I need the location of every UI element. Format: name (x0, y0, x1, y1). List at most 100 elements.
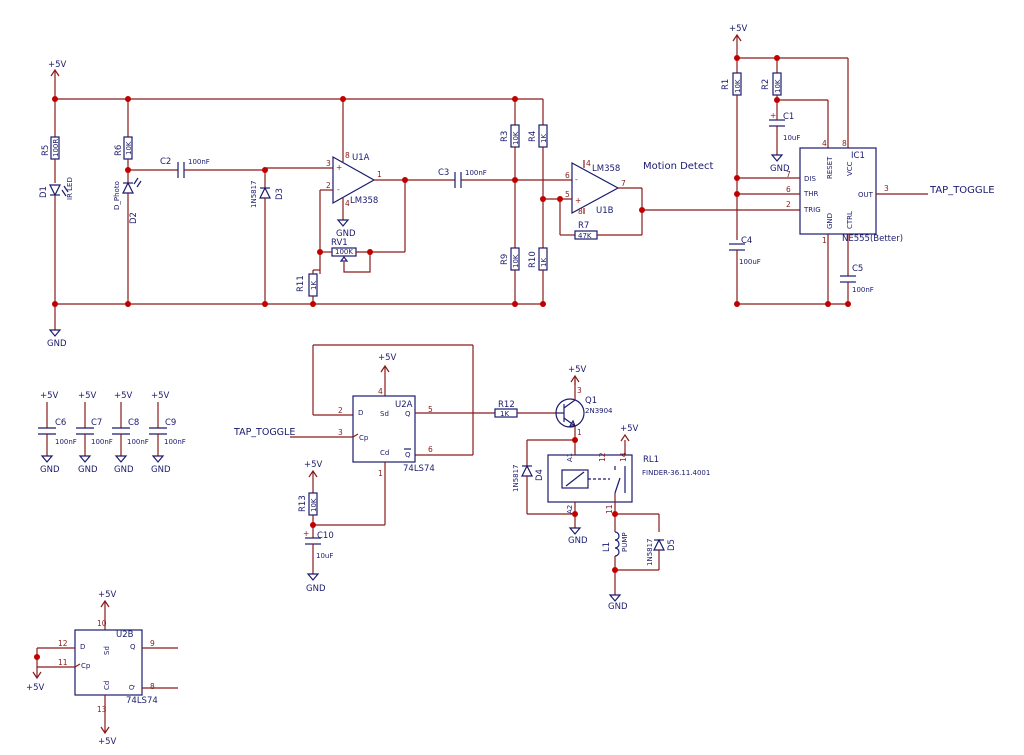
u1a-minus: - (337, 185, 340, 194)
u2b-val: 74LS74 (126, 696, 158, 706)
r10-ref: R10 (528, 251, 538, 268)
r7-val: 47K (578, 232, 592, 240)
svg-text:-: - (575, 175, 578, 184)
svg-text:5: 5 (565, 190, 570, 199)
flipflop-u2b: D Cp Sd Cd Q Q U2B 74LS74 12 11 10 13 9 … (58, 619, 158, 714)
svg-text:CTRL: CTRL (846, 211, 854, 229)
diode-d1: D1 IR LED (39, 177, 74, 304)
vcc-symbol-u2b-bottom: +5V (98, 695, 117, 747)
rv1-ref: RV1 (331, 238, 348, 248)
svg-text:Cd: Cd (380, 449, 389, 457)
svg-text:3: 3 (338, 428, 343, 437)
d1-val: IR LED (66, 177, 74, 200)
svg-text:+5V: +5V (729, 24, 748, 34)
q1-val: 2N3904 (585, 407, 613, 415)
c10-val: 10uF (316, 552, 333, 560)
svg-text:+5V: +5V (98, 737, 117, 747)
resistor-r4: R4 1K (528, 99, 548, 248)
r1-ref: R1 (721, 79, 731, 90)
r5-val: 100R (52, 139, 60, 157)
inductor-l1-pump: L1 PUMP (602, 514, 629, 595)
u1a-ref: U1A (352, 153, 370, 163)
svg-text:Q: Q (128, 684, 136, 690)
u2a-ref: U2A (395, 400, 413, 410)
capacitor-c1: GND C1 10uF + (769, 111, 800, 174)
resistor-r13: R13 10K (298, 492, 318, 538)
u1b-val: LM358 (592, 164, 620, 174)
r9-ref: R9 (500, 254, 510, 265)
d4-val: 1N5817 (512, 464, 520, 492)
c3-ref: C3 (438, 168, 449, 178)
svg-text:100nF: 100nF (91, 438, 113, 446)
r2-ref: R2 (761, 79, 771, 90)
svg-text:3: 3 (577, 386, 582, 395)
r5-ref: R5 (41, 145, 51, 156)
svg-text:1: 1 (577, 428, 582, 437)
svg-text:GND: GND (114, 465, 134, 475)
c2-val: 100nF (188, 158, 210, 166)
svg-text:GND: GND (568, 536, 588, 546)
d2-val: D_Photo (113, 181, 121, 210)
svg-text:A2: A2 (566, 505, 574, 514)
transistor-q1: Q1 2N3904 3 1 (555, 380, 613, 440)
photodiode-d2: D2 D_Photo (113, 177, 142, 304)
svg-text:+: + (770, 111, 776, 120)
svg-text:Cd: Cd (103, 681, 111, 690)
svg-text:3: 3 (326, 159, 331, 168)
diode-d4: 1N5817 D4 (512, 464, 545, 514)
vcc-symbol-q1: +5V (568, 365, 587, 385)
svg-text:Q: Q (405, 410, 411, 418)
svg-text:D: D (358, 409, 363, 417)
gnd-symbol-relay (568, 527, 582, 535)
r7-ref: R7 (578, 221, 589, 231)
svg-text:13: 13 (97, 705, 107, 714)
r11-val: 1K (310, 281, 318, 290)
svg-text:2: 2 (326, 181, 331, 190)
svg-text:9: 9 (150, 639, 155, 648)
svg-text:C6: C6 (55, 418, 66, 428)
capacitor-c8: +5V GND C8 100nF (112, 391, 149, 475)
r12-ref: R12 (498, 400, 515, 410)
svg-text:11: 11 (58, 658, 68, 667)
svg-text:+5V: +5V (78, 391, 97, 401)
c3-val: 100nF (465, 169, 487, 177)
svg-text:RESET: RESET (826, 156, 834, 179)
u1a-val: LM358 (350, 196, 378, 206)
c4-val: 100uF (739, 258, 761, 266)
svg-text:GND: GND (151, 465, 171, 475)
svg-text:5: 5 (428, 405, 433, 414)
svg-text:Cp: Cp (81, 662, 91, 670)
resistor-r11: R11 1K (296, 269, 320, 304)
capacitor-c4: C4 100uF (729, 236, 761, 304)
c4-ref: C4 (741, 236, 752, 246)
svg-text:D: D (80, 643, 85, 651)
svg-text:A1: A1 (566, 453, 574, 462)
junctions (34, 55, 851, 660)
svg-text:8: 8 (150, 682, 155, 691)
svg-text:GND: GND (826, 213, 834, 229)
d1-ref: D1 (39, 186, 49, 198)
d4-ref: D4 (535, 469, 545, 481)
r4-ref: R4 (528, 131, 538, 142)
svg-text:6: 6 (786, 185, 791, 194)
gnd-label: GND (47, 339, 67, 349)
u1b-ref: U1B (596, 206, 614, 216)
svg-text:Cp: Cp (359, 434, 369, 442)
tap-toggle-out-label: TAP_TOGGLE (929, 185, 995, 196)
r3-ref: R3 (500, 131, 510, 142)
vcc-symbol-u2b-top: +5V (98, 590, 117, 630)
svg-text:4: 4 (345, 199, 350, 208)
opamp-u1b: - + LM358 U1B 6 5 7 4 8 (543, 159, 626, 216)
svg-text:+5V: +5V (151, 391, 170, 401)
svg-text:4: 4 (586, 159, 591, 168)
vcc-label: +5V (48, 60, 67, 70)
svg-text:C9: C9 (165, 418, 176, 428)
svg-text:+5V: +5V (304, 460, 323, 470)
potentiometer-rv1: RV1 100K (320, 180, 406, 273)
svg-text:GND: GND (40, 465, 60, 475)
r13-ref: R13 (298, 495, 308, 512)
svg-text:14: 14 (619, 452, 628, 462)
capacitor-c9: +5V GND C9 100nF (149, 391, 186, 475)
opamp-u1a: + - GND U1A LM358 3 2 1 8 4 (265, 99, 382, 239)
